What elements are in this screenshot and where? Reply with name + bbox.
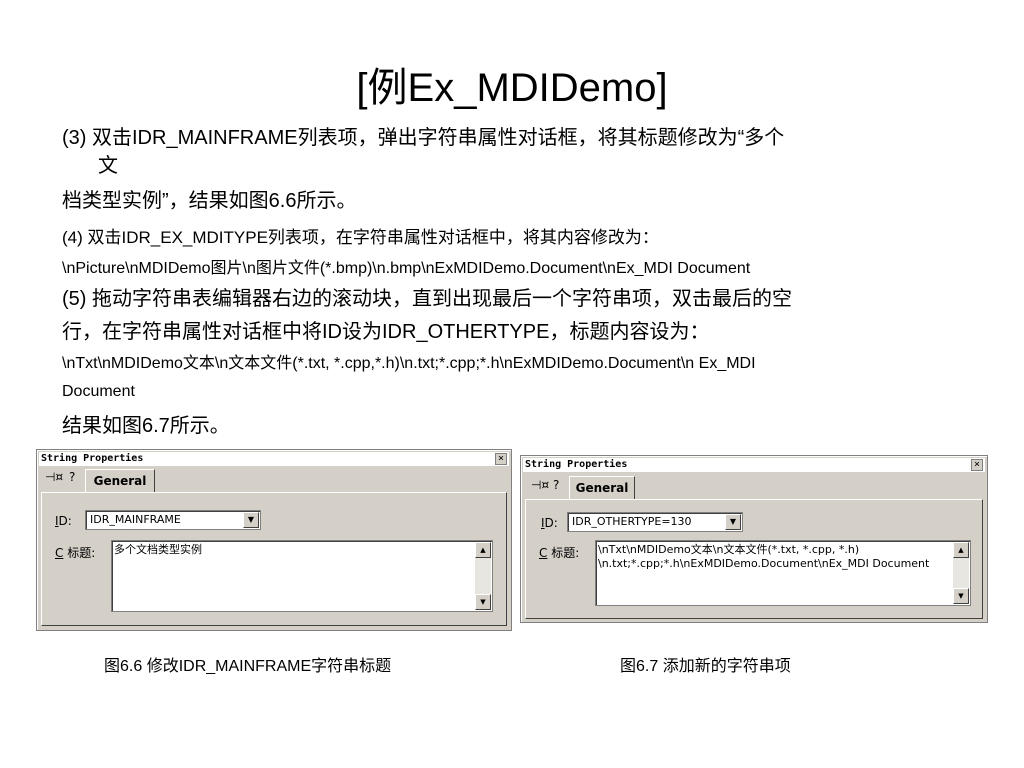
tab-general[interactable]: General (569, 476, 635, 500)
figure-caption-6-7: 图6.7 添加新的字符串项 (620, 658, 791, 675)
paragraph-5: (5) 拖动字符串表编辑器右边的滚动块，直到出现最后一个字符串项，双击最后的空 (62, 288, 792, 310)
pushpin-icon[interactable]: ⊣¤ (45, 470, 64, 484)
close-icon[interactable]: × (495, 453, 507, 465)
id-combobox[interactable]: IDR_MAINFRAME ▼ (85, 510, 261, 530)
vertical-scrollbar[interactable]: ▲ ▼ (475, 542, 491, 610)
dialog-1-panel (41, 492, 507, 626)
paragraph-4: (4) 双击IDR_EX_MDITYPE列表项，在字符串属性对话框中，将其内容修… (62, 228, 659, 247)
chevron-down-icon[interactable]: ▼ (725, 514, 741, 530)
slide-title: [例Ex_MDIDemo] (356, 66, 668, 110)
paragraph-result: 结果如图6.7所示。 (62, 415, 230, 437)
caption-line: \nTxt\nMDIDemo文本\n文本文件(*.txt, *.cpp, *.h… (598, 543, 860, 556)
caption-line: 多个文档类型实例 (114, 543, 202, 556)
vertical-scrollbar[interactable]: ▲ ▼ (953, 542, 969, 604)
dialog-1-title: String Properties (41, 453, 144, 464)
id-value: IDR_MAINFRAME (90, 513, 181, 526)
paragraph-3-cont: 档类型实例”，结果如图6.6所示。 (62, 190, 357, 212)
dialog-2-titlebar[interactable]: String Properties × (523, 458, 985, 472)
paragraph-3: (3) 双击IDR_MAINFRAME列表项，弹出字符串属性对话框，将其标题修改… (62, 127, 785, 149)
string-properties-dialog-2: String Properties × ⊣¤ ? General ID: IDR… (520, 455, 988, 623)
id-combobox[interactable]: IDR_OTHERTYPE=130 ▼ (567, 512, 743, 532)
caption-label: C 标题: (539, 546, 580, 560)
string-properties-dialog-1: String Properties × ⊣¤ ? General ID: IDR… (36, 449, 512, 631)
id-value: IDR_OTHERTYPE=130 (572, 515, 692, 528)
dialog-2-title: String Properties (525, 459, 628, 470)
caption-textarea[interactable]: \nTxt\nMDIDemo文本\n文本文件(*.txt, *.cpp, *.h… (595, 540, 971, 606)
scroll-up-icon[interactable]: ▲ (475, 542, 491, 558)
paragraph-5-cont: 行，在字符串属性对话框中将ID设为IDR_OTHERTYPE，标题内容设为： (62, 321, 710, 343)
chevron-down-icon[interactable]: ▼ (243, 512, 259, 528)
paragraph-5-value: \nTxt\nMDIDemo文本\n文本文件(*.txt, *.cpp,*.h)… (62, 355, 756, 372)
slide-body: (3) 双击IDR_MAINFRAME列表项，弹出字符串属性对话框，将其标题修改… (62, 124, 962, 444)
help-icon[interactable]: ? (553, 478, 560, 492)
caption-textarea[interactable]: 多个文档类型实例 ▲ ▼ (111, 540, 493, 612)
pushpin-icon[interactable]: ⊣¤ (531, 478, 550, 492)
id-label: ID: (55, 514, 72, 528)
scroll-up-icon[interactable]: ▲ (953, 542, 969, 558)
caption-label: C 标题: (55, 546, 96, 560)
close-icon[interactable]: × (971, 459, 983, 471)
id-label: ID: (541, 516, 558, 530)
paragraph-5-value-cont: Document (62, 383, 135, 400)
paragraph-4-value: \nPicture\nMDIDemo图片\n图片文件(*.bmp)\n.bmp\… (62, 260, 751, 277)
scroll-down-icon[interactable]: ▼ (953, 588, 969, 604)
dialog-2-panel (525, 499, 983, 619)
help-icon[interactable]: ? (69, 470, 76, 484)
paragraph-3-wrap: 文 (98, 155, 118, 177)
tab-general[interactable]: General (85, 469, 155, 493)
dialog-1-titlebar[interactable]: String Properties × (39, 452, 509, 466)
caption-line: \n.txt;*.cpp;*.h\nExMDIDemo.Document\nEx… (598, 557, 930, 570)
scroll-down-icon[interactable]: ▼ (475, 594, 491, 610)
figure-caption-6-6: 图6.6 修改IDR_MAINFRAME字符串标题 (104, 658, 392, 675)
